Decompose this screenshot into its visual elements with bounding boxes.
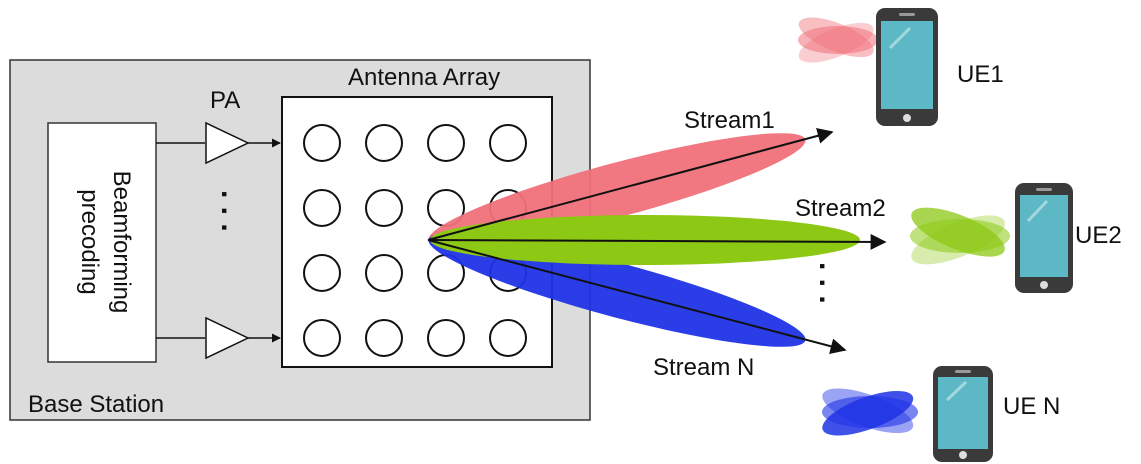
ue2-phone-icon: [1015, 183, 1073, 293]
stream1-arrow: [427, 127, 834, 241]
beamforming-label: Beamforming: [108, 171, 135, 314]
antenna-elements: [303, 124, 527, 357]
antenna-element-r1-c2: [365, 124, 403, 162]
pa-ellipsis: . . .: [215, 190, 248, 232]
stream-ellipsis: . . .: [813, 262, 846, 304]
antenna-element-r3-c2: [365, 254, 403, 292]
beamforming-precoding-block: [47, 122, 157, 363]
power-amplifier-bottom: [205, 316, 250, 360]
pa-label: PA: [210, 87, 240, 114]
ue2-label: UE2: [1075, 222, 1122, 249]
ue-n-beam-pattern: [822, 388, 918, 436]
antenna-element-r4-c4: [489, 319, 527, 357]
ue1-label: UE1: [957, 61, 1004, 88]
ue1-beam-pattern: [798, 17, 878, 63]
antenna-element-r1-c1: [303, 124, 341, 162]
antenna-element-r4-c1: [303, 319, 341, 357]
ue-n-label: UE N: [1003, 393, 1060, 420]
stream-n-arrow: [427, 239, 847, 355]
precoding-label: precoding: [76, 189, 103, 294]
antenna-element-r1-c4: [489, 124, 527, 162]
antenna-array-label: Antenna Array: [348, 64, 500, 91]
antenna-element-r3-c1: [303, 254, 341, 292]
power-amplifier-top: [205, 121, 250, 165]
stream2-arrow: [427, 233, 887, 250]
ue-n-phone-icon: [933, 366, 993, 462]
antenna-element-r4-c3: [427, 319, 465, 357]
antenna-element-r2-c2: [365, 189, 403, 227]
ue2-beam-pattern: [910, 207, 1010, 265]
stream1-label: Stream1: [684, 107, 775, 134]
antenna-element-r2-c1: [303, 189, 341, 227]
stream-n-label: Stream N: [653, 354, 754, 381]
antenna-element-r4-c2: [365, 319, 403, 357]
antenna-element-r1-c3: [427, 124, 465, 162]
base-station-label: Base Station: [28, 391, 164, 418]
ue1-phone-icon: [876, 8, 938, 126]
stream2-label: Stream2: [795, 195, 886, 222]
